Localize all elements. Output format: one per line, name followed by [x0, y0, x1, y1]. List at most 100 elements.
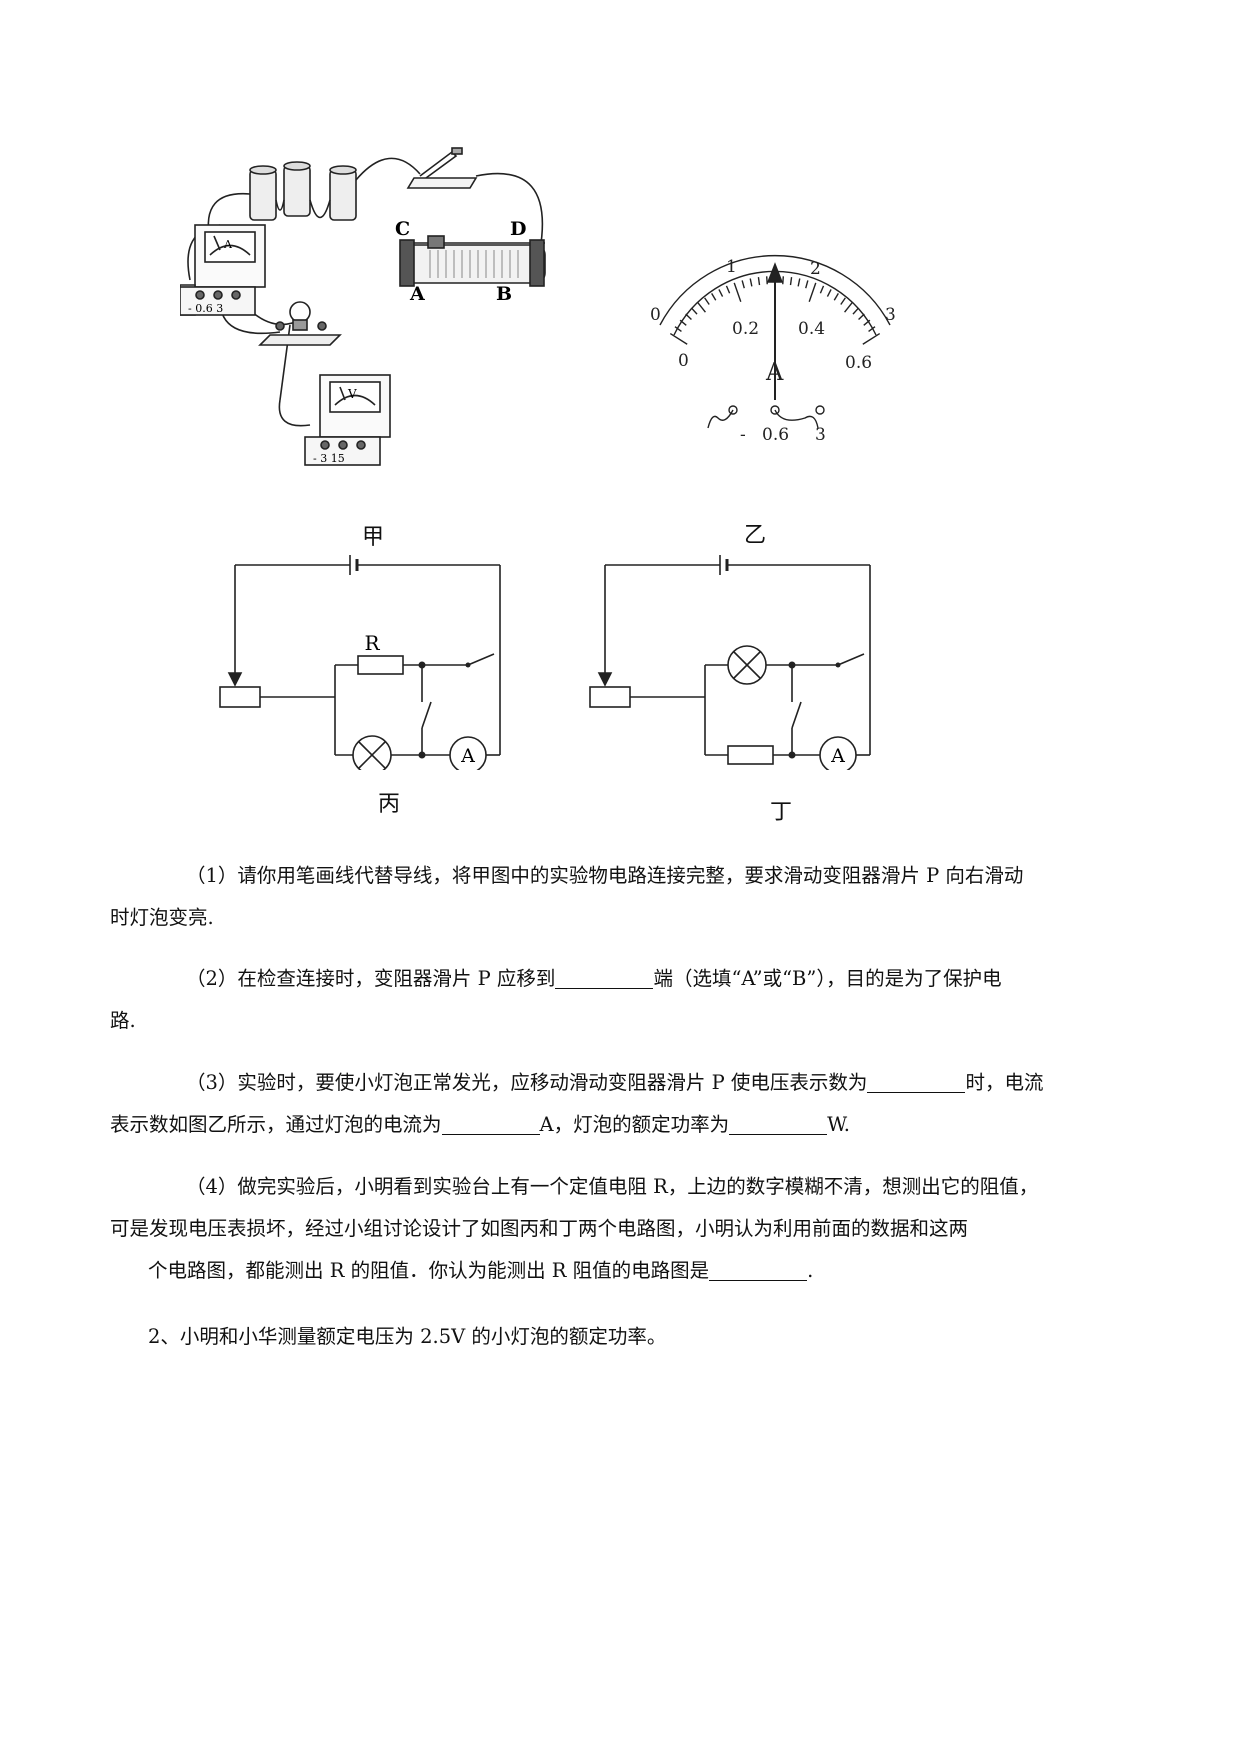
dial-terminal-3: 3: [815, 425, 826, 445]
question-2-text-c: 路.: [110, 1009, 136, 1032]
rheostat-box: [589, 686, 631, 708]
question-1-line-1: （1）请你用笔画线代替导线，将甲图中的实验物电路连接完整，要求滑动变阻器滑片 P…: [186, 864, 1024, 887]
question-3-text-c: 表示数如图乙所示，通过灯泡的电流为: [110, 1113, 442, 1136]
dial-outer-tick-1: 1: [726, 257, 737, 277]
dial-tick: [704, 297, 710, 305]
answer-blank-endpoint[interactable]: [555, 966, 654, 989]
dial-tick: [833, 293, 839, 301]
resistor-r-box: [727, 745, 774, 765]
dial-inner-tick-1: 0.2: [732, 319, 759, 339]
dial-tick: [789, 277, 793, 286]
figure-ding-circuit: R A: [589, 555, 871, 770]
dial-tick: [679, 319, 687, 326]
question-2: （2）在检查连接时，变阻器滑片 P 应移到 端（选填“A”或“B”），目的是为了保…: [110, 958, 1148, 1042]
question-1: （1）请你用笔画线代替导线，将甲图中的实验物电路连接完整，要求滑动变阻器滑片 P…: [110, 855, 1148, 939]
rheostat-box: [219, 686, 261, 708]
question-4-text-d: .: [807, 1259, 814, 1282]
lamp-icon: [352, 735, 392, 770]
ammeter-letter: A: [223, 238, 233, 251]
answer-blank-current[interactable]: [441, 1112, 540, 1135]
dial-tick: [669, 332, 688, 345]
answer-blank-voltage[interactable]: [867, 1070, 966, 1093]
question-4-text-a: （4）做完实验后，小明看到实验台上有一个定值电阻 R，上边的数字模糊不清，想测出…: [186, 1175, 1039, 1198]
switch-top-icon: [467, 653, 495, 666]
bulb-icon: [258, 301, 342, 346]
dial-tick: [711, 293, 717, 301]
question-3-text-b: 时，电流: [965, 1071, 1044, 1094]
dial-tick: [868, 326, 876, 332]
answer-blank-circuit[interactable]: [709, 1258, 808, 1281]
figure-bing-circuit: R A: [219, 555, 501, 770]
voltmeter-icon: [304, 374, 391, 466]
dial-inner-tick-3: 0.6: [845, 353, 872, 373]
rheostat-label-d: D: [510, 218, 526, 240]
dial-tick: [858, 313, 865, 321]
caption-jia: 甲: [362, 525, 385, 550]
dial-tick: [805, 280, 809, 289]
voltmeter-terminals: - 3 15: [313, 452, 345, 465]
dial-tick: [765, 276, 768, 285]
dial-tick: [697, 302, 706, 313]
dial-outer-tick-0: 0: [650, 305, 661, 325]
switch-middle-icon: [791, 701, 802, 729]
ammeter-label: A: [830, 745, 845, 767]
dial-terminal-06: 0.6: [762, 425, 789, 445]
dial-inner-tick-2: 0.4: [798, 319, 825, 339]
rheostat-label-c: C: [395, 218, 410, 240]
caption-yi: 乙: [744, 523, 767, 548]
dial-tick: [819, 285, 825, 294]
question-3-text-d: A，灯泡的额定功率为: [539, 1113, 730, 1136]
dial-outer-tick-2: 2: [810, 259, 821, 279]
rheostat-icon: [399, 235, 546, 287]
knife-switch-icon: [406, 147, 478, 189]
dial-tick: [691, 307, 698, 315]
question-3-text-e: W.: [827, 1113, 850, 1136]
dial-tick: [741, 280, 745, 289]
question-2-text-a: （2）在检查连接时，变阻器滑片 P 应移到: [186, 967, 556, 990]
dial-tick: [685, 313, 692, 321]
caption-bing: 丙: [378, 792, 401, 817]
resistor-label-r: R: [742, 766, 758, 770]
rheostat-label-a: A: [409, 283, 425, 305]
dial-tick: [840, 297, 846, 305]
dial-inner-tick-0: 0: [678, 351, 689, 371]
dial-meter-letter: A: [765, 358, 784, 386]
dial-tick: [718, 289, 724, 297]
switch-top-icon: [837, 653, 865, 666]
rheostat-label-b: B: [496, 283, 512, 305]
dial-tick: [725, 285, 731, 294]
slider-arrow-icon: [597, 672, 613, 687]
dial-tick: [733, 282, 742, 303]
question-3: （3）实验时，要使小灯泡正常发光，应移动滑动变阻器滑片 P 使电压表示数为时，电…: [110, 1062, 1148, 1146]
figure-jia-apparatus: C D A B A V - 0.6 3 - 3 15: [180, 147, 546, 466]
question-4-text-c: 个电路图，都能测出 R 的阻值．你认为能测出 R 阻值的电路图是: [148, 1259, 710, 1282]
problem-2: 2、小明和小华测量额定电压为 2.5V 的小灯泡的额定功率。: [148, 1325, 667, 1348]
resistor-r-box: [357, 655, 404, 675]
dial-tick: [674, 326, 682, 332]
switch-middle-icon: [421, 701, 432, 729]
dial-tick: [757, 277, 761, 286]
question-4: （4）做完实验后，小明看到实验台上有一个定值电阻 R，上边的数字模糊不清，想测出…: [110, 1166, 1148, 1292]
dial-tick: [863, 319, 871, 326]
dial-tick: [797, 278, 801, 287]
question-2-text-b: 端（选填“A”或“B”），目的是为了保护电: [653, 967, 1002, 990]
dial-tick: [826, 289, 832, 297]
ammeter-icon: [180, 224, 266, 316]
dial-tick: [844, 302, 853, 313]
figure-yi-dial: 0 1 2 3 0 0.2 0.4 0.6 A - 0.6 3: [650, 254, 896, 445]
slider-arrow-icon: [227, 672, 243, 687]
question-1-line-2: 时灯泡变亮.: [110, 906, 214, 929]
dial-tick: [782, 276, 785, 285]
dial-tick: [862, 332, 881, 345]
ammeter-terminals: - 0.6 3: [188, 302, 223, 315]
answer-blank-power[interactable]: [729, 1112, 828, 1135]
dial-tick: [852, 307, 859, 315]
question-4-text-b: 可是发现电压表损坏，经过小组讨论设计了如图丙和丁两个电路图，小明认为利用前面的数…: [110, 1217, 969, 1240]
voltmeter-letter: V: [347, 387, 357, 401]
dial-tick: [749, 278, 753, 287]
dial-outer-tick-3: 3: [885, 305, 896, 325]
battery-icon: [249, 161, 357, 221]
dial-tick: [808, 282, 817, 303]
dial-terminal-minus: -: [740, 425, 746, 445]
caption-ding: 丁: [770, 800, 793, 825]
